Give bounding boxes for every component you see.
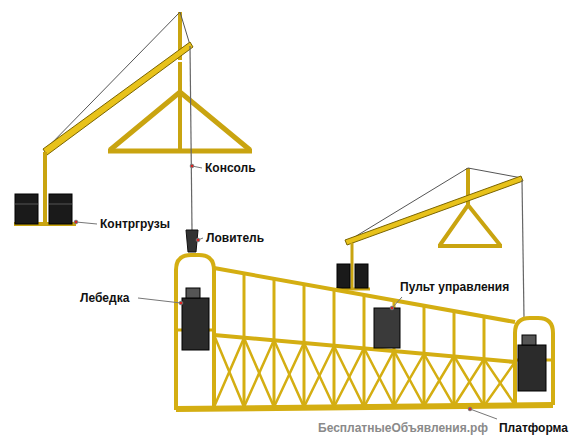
counterweight-label: Контргрузы bbox=[100, 216, 170, 232]
catcher-label: Ловитель bbox=[206, 230, 264, 246]
platform-frame bbox=[176, 255, 553, 410]
control-box bbox=[374, 308, 400, 348]
winch-left bbox=[182, 298, 209, 350]
console-label: Консоль bbox=[205, 160, 256, 176]
control-panel-label: Пульт управления bbox=[400, 279, 509, 295]
left-console bbox=[14, 12, 252, 252]
winch-label: Лебедка bbox=[80, 290, 129, 306]
winch-right bbox=[518, 345, 546, 391]
platform-label: Платформа bbox=[499, 420, 568, 436]
watermark: БесплатныеОбъявления.рф bbox=[318, 420, 488, 436]
